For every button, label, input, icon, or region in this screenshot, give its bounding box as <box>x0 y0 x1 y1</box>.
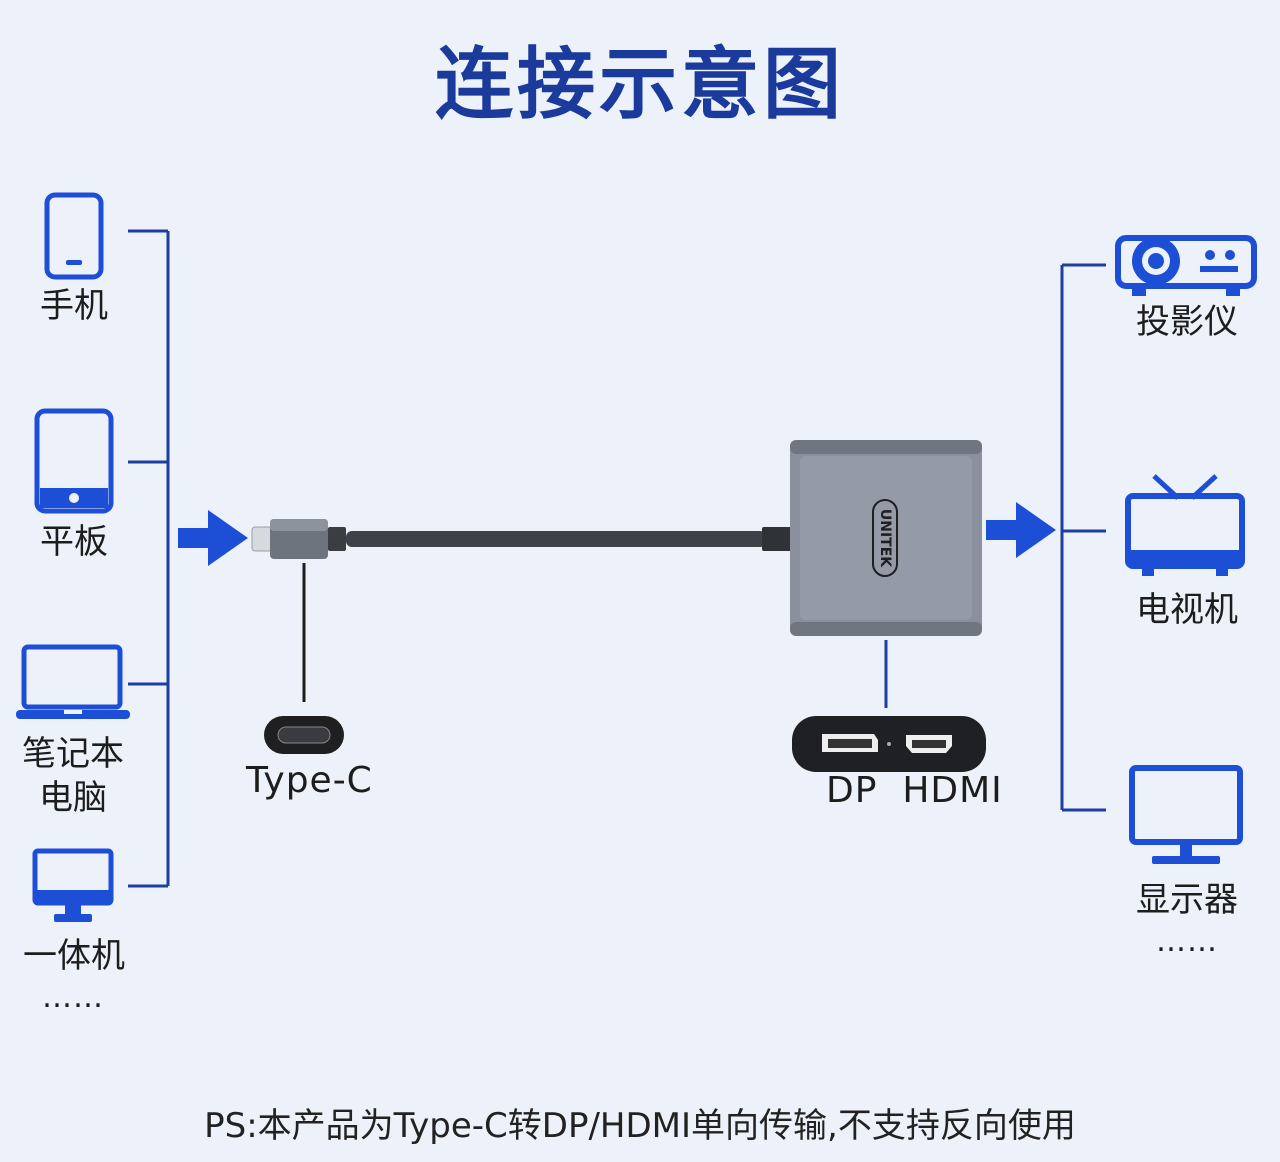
output-ports-label: DP HDMI <box>826 770 1003 811</box>
monitor-icon <box>1129 765 1243 864</box>
tv-icon <box>1125 474 1245 576</box>
typec-plug <box>251 519 346 559</box>
target-label-projector: 投影仪 <box>1136 302 1238 342</box>
phone-icon <box>44 192 104 280</box>
typec-port <box>264 716 344 754</box>
target-more: …… <box>1156 924 1218 959</box>
input-arrow <box>178 510 248 566</box>
source-more: …… <box>42 980 104 1015</box>
tablet-icon <box>34 408 114 514</box>
output-arrow <box>986 502 1056 558</box>
source-label-aio: 一体机 <box>23 936 125 976</box>
source-label-phone: 手机 <box>40 286 108 326</box>
output-ports-panel <box>792 716 986 772</box>
laptop-icon <box>16 644 130 719</box>
cable <box>346 531 766 547</box>
source-label-tablet: 平板 <box>40 522 108 562</box>
all-in-one-pc-icon <box>32 848 114 922</box>
brand-label: UNITEK <box>877 508 893 568</box>
footnote: PS:本产品为Type-C转DP/HDMI单向传输,不支持反向使用 <box>204 1106 1076 1146</box>
target-bracket <box>1060 263 1106 812</box>
source-bracket <box>128 229 170 888</box>
target-label-tv: 电视机 <box>1136 590 1238 630</box>
source-label-laptop: 笔记本 电脑 <box>22 734 124 818</box>
target-label-monitor: 显示器 <box>1136 880 1238 920</box>
projector-icon <box>1115 235 1257 296</box>
diagram-title: 连接示意图 <box>434 40 845 130</box>
typec-label: Type-C <box>246 760 373 801</box>
adapter-body <box>790 440 982 636</box>
